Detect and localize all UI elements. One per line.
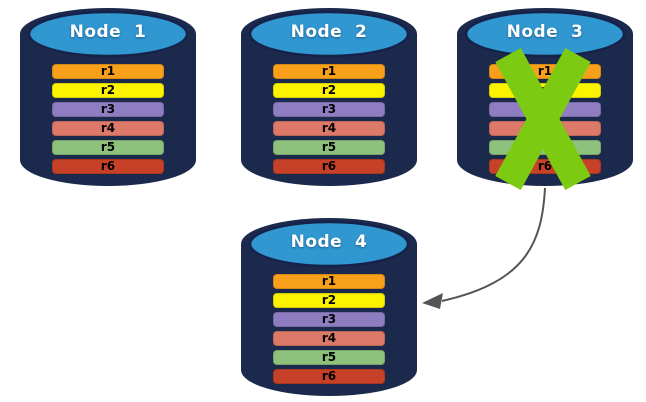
- record-label: r3: [321, 102, 337, 116]
- node-title: Node 2: [290, 22, 368, 42]
- record-r2: r2: [273, 293, 385, 308]
- record-r2: r2: [273, 83, 385, 98]
- record-label: r1: [537, 64, 553, 78]
- record-label: r1: [321, 64, 337, 78]
- record-list: r1 r2 r3 r4 r5 r6: [52, 64, 164, 174]
- replication-arrow: [422, 187, 546, 309]
- record-r6: r6: [273, 369, 385, 384]
- record-r4: r4: [273, 331, 385, 346]
- record-label: r5: [321, 140, 337, 154]
- record-r6: r6: [273, 159, 385, 174]
- cylinder-top: [27, 10, 189, 58]
- record-r5: r5: [273, 140, 385, 155]
- record-r2: r2: [52, 83, 164, 98]
- node-4: Node 4 r1 r2 r3 r4 r5 r6: [241, 218, 417, 396]
- record-label: r4: [321, 121, 337, 135]
- cylinder-top: [248, 10, 410, 58]
- arrow-head-icon: [422, 293, 443, 309]
- record-r5: r5: [52, 140, 164, 155]
- record-label: r2: [321, 293, 337, 307]
- record-label: r6: [100, 159, 116, 173]
- record-r1: r1: [52, 64, 164, 79]
- node-2: Node 2 r1 r2 r3 r4 r5 r6: [241, 8, 417, 186]
- record-r6: r6: [52, 159, 164, 174]
- arrow-curve: [441, 187, 546, 302]
- record-r3: r3: [273, 312, 385, 327]
- record-label: r2: [100, 83, 116, 97]
- record-list: r1 r2 r3 r4 r5 r6: [273, 64, 385, 174]
- failure-x-icon: [495, 48, 591, 190]
- record-label: r6: [537, 159, 553, 173]
- record-label: r1: [100, 64, 116, 78]
- record-label: r3: [100, 102, 116, 116]
- record-list: r1 r2 r3 r4 r5 r6: [273, 274, 385, 384]
- record-r1: r1: [273, 274, 385, 289]
- record-label: r6: [321, 369, 337, 383]
- record-r3: r3: [273, 102, 385, 117]
- record-r4: r4: [273, 121, 385, 136]
- node-1: Node 1 r1 r2 r3 r4 r5 r6: [20, 8, 196, 186]
- record-label: r1: [321, 274, 337, 288]
- cylinder-top: [464, 10, 626, 58]
- record-label: r5: [100, 140, 116, 154]
- node-title: Node 1: [69, 22, 147, 42]
- record-r3: r3: [52, 102, 164, 117]
- cylinder-top: [248, 220, 410, 268]
- node-title: Node 3: [506, 22, 584, 42]
- record-label: r4: [100, 121, 116, 135]
- record-r5: r5: [273, 350, 385, 365]
- record-label: r4: [321, 331, 337, 345]
- record-label: r3: [321, 312, 337, 326]
- record-label: r6: [321, 159, 337, 173]
- record-r1: r1: [273, 64, 385, 79]
- x-stroke: [495, 48, 591, 190]
- record-label: r2: [321, 83, 337, 97]
- node-title: Node 4: [290, 232, 368, 252]
- record-r4: r4: [52, 121, 164, 136]
- record-label: r5: [321, 350, 337, 364]
